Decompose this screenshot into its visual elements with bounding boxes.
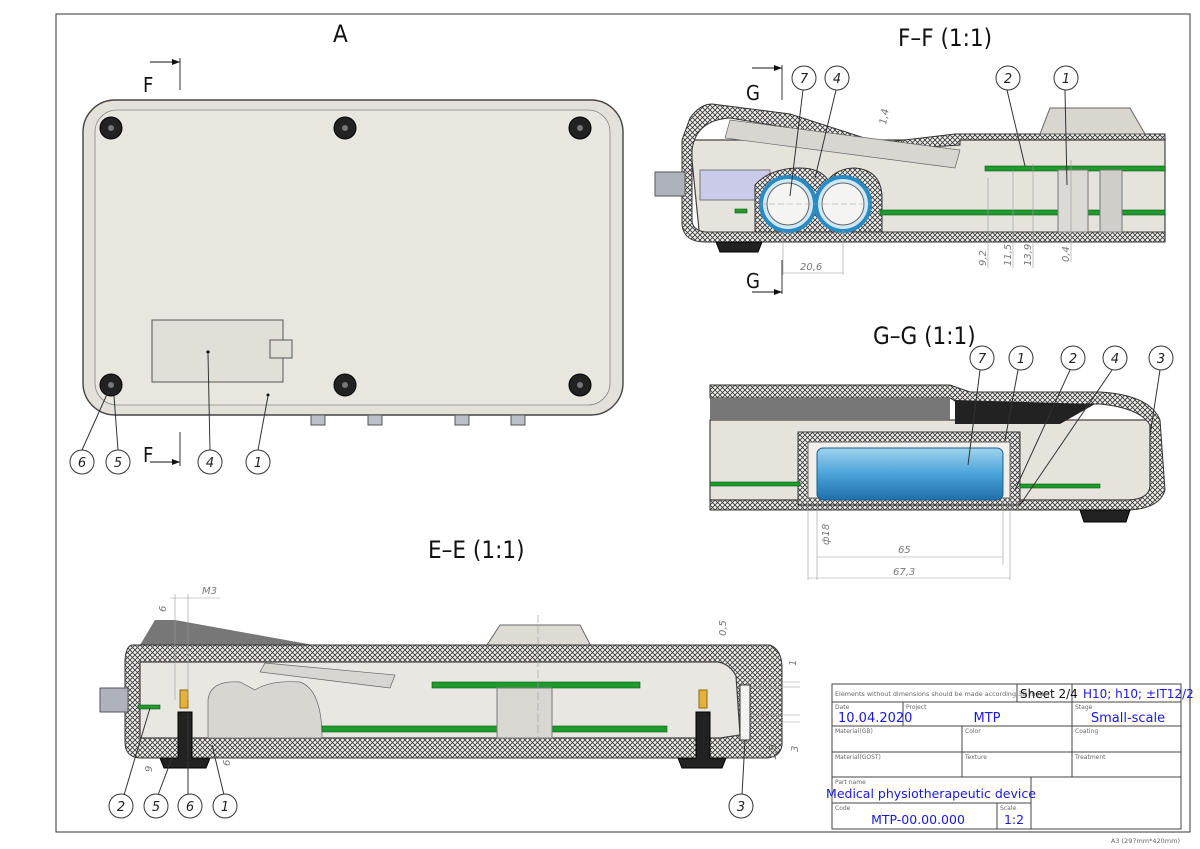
callout-1: 1 <box>1017 352 1025 367</box>
callout-3: 3 <box>737 800 745 815</box>
section-g-g: G–G (1:1) ф18 65 67,3 7 1 2 4 3 <box>709 322 1174 580</box>
project-label: Project <box>906 704 927 711</box>
title-block <box>831 683 1182 830</box>
dim-6-top: 6 <box>158 606 169 612</box>
callout-4: 4 <box>833 72 841 87</box>
date-label: Date <box>835 704 850 711</box>
dim-0-5: 0,5 <box>718 620 729 636</box>
color-label: Color <box>965 728 981 735</box>
sheet-frame <box>55 13 1191 833</box>
section-gg-callouts: 7 1 2 4 3 <box>967 345 1174 506</box>
stage-label: Stage <box>1075 704 1093 711</box>
section-gg-title: G–G (1:1) <box>873 322 976 350</box>
section-ff-dimensions: 20,6 1,4 9,2 11,5 13,9 0,4 <box>782 108 1072 275</box>
callout-2: 2 <box>117 800 125 815</box>
battery-cell <box>816 447 1004 501</box>
part-name-value: Medical physiotherapeutic device <box>826 786 1036 801</box>
view-a: A F F 6 <box>69 20 624 475</box>
section-mark-g-bottom: G <box>746 269 760 293</box>
date-value: 10.04.2020 <box>838 711 912 726</box>
section-f-f: F–F (1:1) G G 20,6 1,4 9,2 <box>654 24 1166 295</box>
dim-m3: M3 <box>202 586 217 597</box>
dim-11-5: 11,5 <box>1003 244 1014 266</box>
callout-4: 4 <box>206 456 214 471</box>
dim-0-4: 0,4 <box>1061 246 1072 262</box>
dim-20-6: 20,6 <box>800 262 822 273</box>
dim-3: 3 <box>790 746 801 752</box>
callout-5: 5 <box>114 456 122 471</box>
tolerance: H10; h10; ±IT12/2 <box>1083 687 1194 701</box>
section-gg-dimensions: ф18 65 67,3 <box>807 500 1011 580</box>
scale-label: Scale <box>1000 805 1016 812</box>
treatment-label: Treatment <box>1074 754 1106 761</box>
section-ee-title: E–E (1:1) <box>428 536 525 564</box>
battery-cover <box>151 319 293 383</box>
callout-1: 1 <box>221 800 229 815</box>
callout-4: 4 <box>1111 352 1119 367</box>
callout-1: 1 <box>254 456 262 471</box>
dim-1: 1 <box>788 660 799 666</box>
project-value: MTP <box>974 711 1001 726</box>
section-ff-callouts: 7 4 2 1 <box>789 65 1079 197</box>
title-block-text: Elements without dimensions should be ma… <box>826 687 1194 845</box>
dim-67-3: 67,3 <box>893 567 915 578</box>
section-mark-g-top: G <box>746 81 760 105</box>
callout-2: 2 <box>1069 352 1077 367</box>
callout-6: 6 <box>78 456 86 471</box>
part-name-label: Part name <box>835 779 866 786</box>
material-gb-label: Material(GB) <box>835 728 873 735</box>
section-mark-f-top: F <box>143 73 153 97</box>
view-a-title: A <box>333 20 348 48</box>
coating-label: Coating <box>1075 728 1098 735</box>
callout-5: 5 <box>152 800 160 815</box>
note-text: Elements without dimensions should be ma… <box>835 690 1049 698</box>
callout-3: 3 <box>1157 352 1165 367</box>
code-value: MTP-00.00.000 <box>871 812 965 827</box>
section-ee-dimensions: M3 6 0,5 1 1,9 3 9 6 <box>144 586 801 772</box>
callout-7: 7 <box>978 352 987 367</box>
dim-diameter-18: ф18 <box>821 524 832 545</box>
dim-6-bottom: 6 <box>222 760 233 766</box>
section-mark-f-bottom: F <box>143 443 153 467</box>
dim-1-4: 1,4 <box>878 108 892 126</box>
section-ee-callouts: 2 5 6 1 3 <box>108 707 754 819</box>
dim-1-9: 1,9 <box>768 744 779 760</box>
callout-6: 6 <box>186 800 194 815</box>
callout-2: 2 <box>1004 72 1012 87</box>
dim-9-2: 9,2 <box>978 250 989 266</box>
material-gost-label: Material(GOST) <box>835 754 881 761</box>
dim-13-9: 13,9 <box>1023 244 1034 266</box>
dim-9: 9 <box>144 766 155 772</box>
sheet-number: Sheet 2/4 <box>1020 687 1078 701</box>
texture-label: Texture <box>964 754 987 761</box>
scale-value: 1:2 <box>1004 812 1024 827</box>
section-e-e: E–E (1:1) M3 6 0,5 1 1,9 3 9 6 <box>99 536 801 819</box>
stage-value: Small-scale <box>1091 711 1165 726</box>
sheet-format: A3 (297mm*420mm) <box>1111 837 1180 845</box>
rubber-feet <box>99 116 592 397</box>
section-ff-title: F–F (1:1) <box>898 24 992 52</box>
code-label: Code <box>835 805 851 812</box>
dim-65: 65 <box>898 545 911 556</box>
callout-7: 7 <box>800 72 809 87</box>
connectors <box>310 414 526 426</box>
view-a-callouts: 6 5 4 1 <box>69 353 271 475</box>
callout-1: 1 <box>1062 72 1070 87</box>
